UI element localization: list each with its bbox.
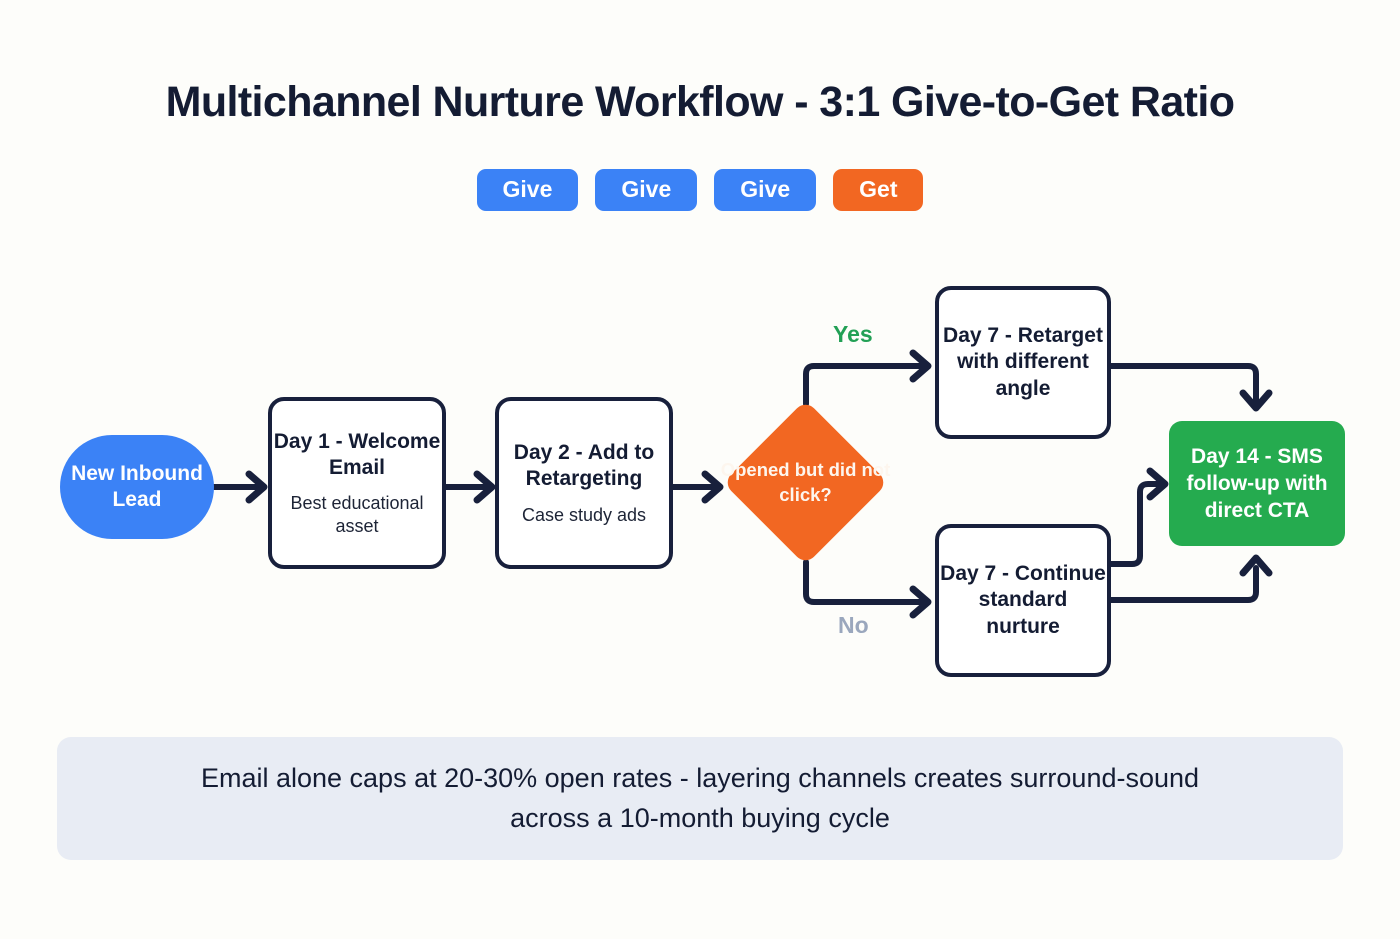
node-day7-retarget-different-angle[interactable]: Day 7 - Retarget with different angle (935, 286, 1111, 439)
node-day2-add-to-retargeting-subtitle: Case study ads (521, 504, 647, 525)
branch-label-yes: Yes (833, 321, 873, 347)
give-to-get-pill-group: Give Give Give Get (0, 169, 1400, 211)
node-day1-welcome-email[interactable]: Day 1 - Welcome Email Best educational a… (268, 397, 446, 569)
ratio-pill-give-1: Give (476, 169, 579, 211)
arrowhead-decision-yes (909, 349, 932, 383)
node-new-inbound-lead[interactable]: New Inbound Lead (60, 435, 214, 539)
node-new-inbound-lead-label: New Inbound Lead (71, 461, 203, 511)
edge-continue-to-end-bottom (1108, 565, 1259, 603)
node-day1-welcome-email-title: Day 1 - Welcome Email (273, 429, 441, 479)
ratio-pill-give-3: Give (714, 169, 817, 211)
arrowhead-start-to-step1 (245, 470, 268, 504)
arrowhead-decision-no (909, 585, 932, 619)
node-day2-add-to-retargeting-title: Day 2 - Add to Retargeting (513, 440, 655, 491)
footer-caption-panel: Email alone caps at 20-30% open rates - … (57, 737, 1343, 860)
ratio-pill-give-2: Give (595, 169, 698, 211)
node-day14-sms-followup-title: Day 14 - SMS follow-up with direct CTA (1186, 444, 1328, 523)
page-title: Multichannel Nurture Workflow - 3:1 Give… (165, 78, 1235, 126)
node-day14-sms-followup[interactable]: Day 14 - SMS follow-up with direct CTA (1169, 421, 1345, 546)
edge-continue-to-end-left (1108, 481, 1161, 567)
edge-decision-yes (803, 363, 925, 407)
node-day7-retarget-different-angle-title: Day 7 - Retarget with different angle (943, 323, 1103, 400)
node-day7-continue-standard-nurture-title: Day 7 - Continue standard nurture (940, 561, 1106, 638)
node-decision-label: Opened but did not click? (720, 459, 891, 505)
edge-decision-no (803, 559, 925, 605)
node-decision-opened-not-clicked[interactable]: Opened but did not click? (721, 399, 890, 566)
node-day7-continue-standard-nurture[interactable]: Day 7 - Continue standard nurture (935, 524, 1111, 677)
arrowhead-continue-to-end-bottom (1239, 554, 1273, 577)
footer-caption-text: Email alone caps at 20-30% open rates - … (200, 763, 1200, 833)
arrowhead-step1-to-step2 (473, 470, 496, 504)
node-day2-add-to-retargeting[interactable]: Day 2 - Add to Retargeting Case study ad… (495, 397, 673, 569)
arrowhead-retarget-to-end (1239, 389, 1273, 412)
branch-label-no: No (838, 612, 869, 638)
edge-retarget-to-end (1108, 363, 1259, 405)
ratio-pill-get: Get (833, 169, 924, 211)
arrowhead-continue-to-end-left (1146, 467, 1169, 501)
node-day1-welcome-email-subtitle: Best educational asset (290, 493, 424, 536)
